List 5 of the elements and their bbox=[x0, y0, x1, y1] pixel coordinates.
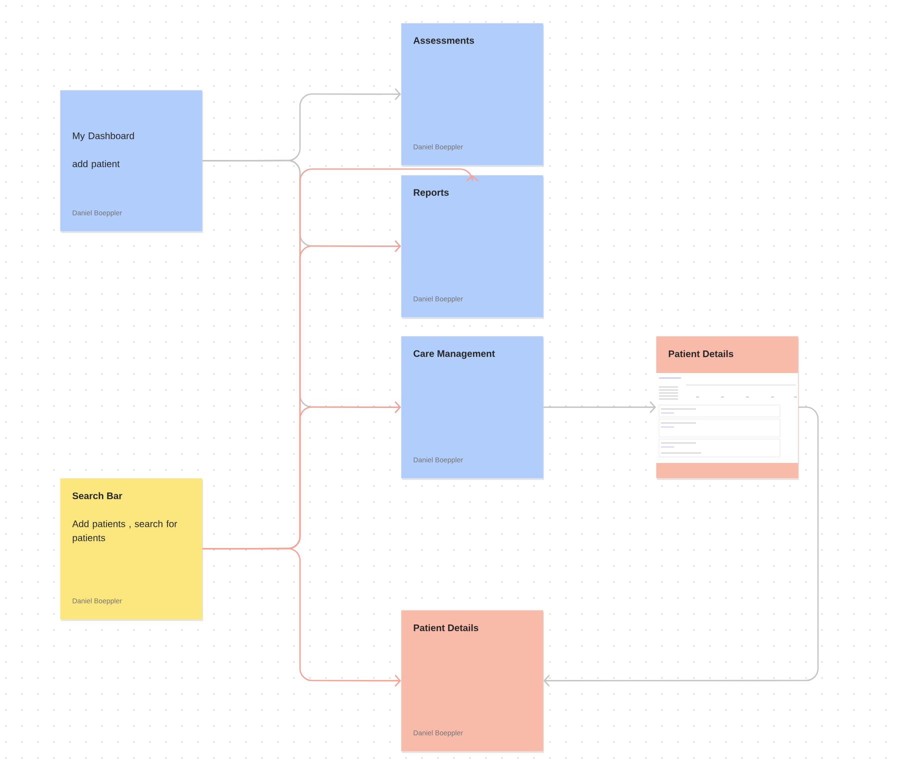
sticky-note bbox=[60, 478, 203, 621]
arrow bbox=[202, 548, 401, 687]
arrow bbox=[543, 401, 656, 414]
note-title: Search Bar bbox=[72, 492, 122, 500]
note-text: Add patients , search for patients bbox=[72, 520, 178, 544]
